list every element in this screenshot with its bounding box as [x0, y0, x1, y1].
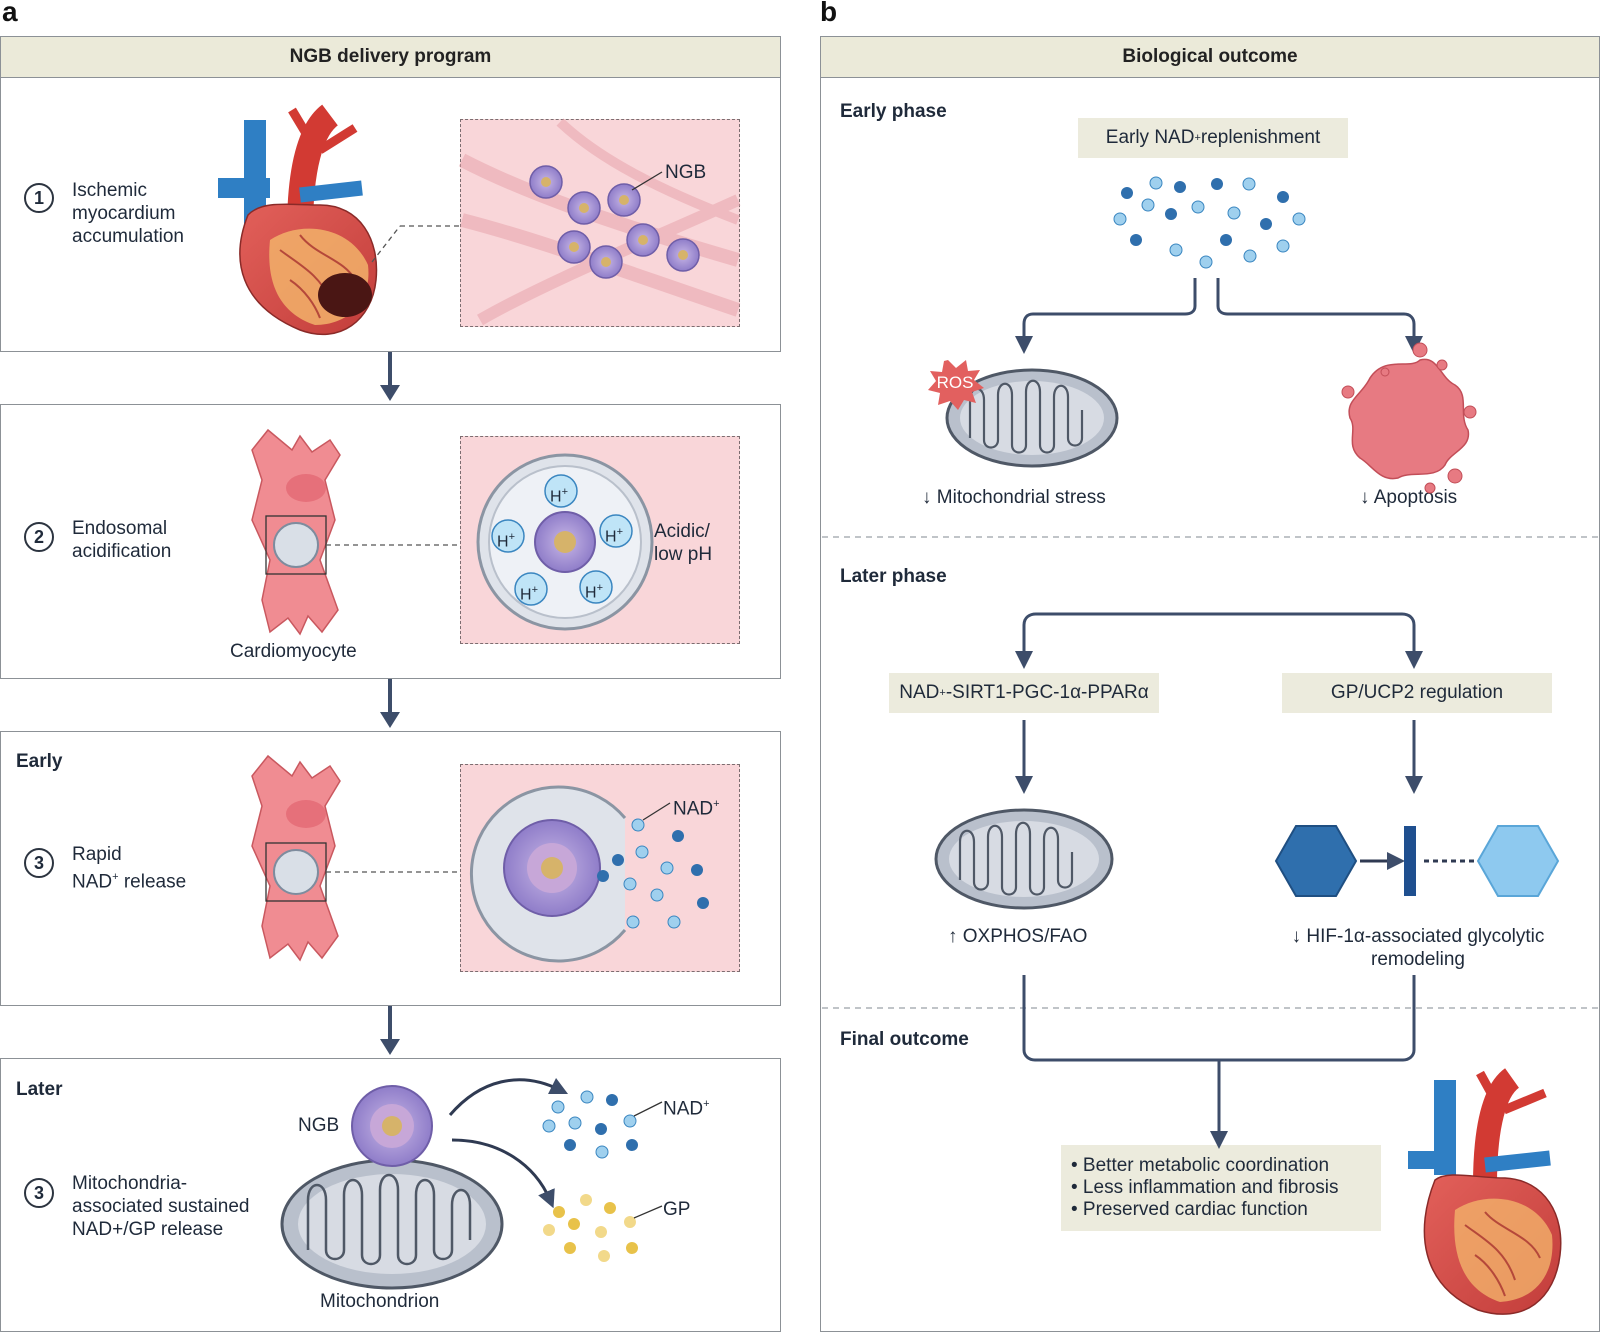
ischemic-heart-icon: [218, 104, 378, 336]
healthy-mitochondrion-icon: [934, 808, 1114, 910]
early-nad-tag: Early NAD+ replenishment: [1078, 118, 1348, 158]
stressed-mitochondrion-icon: [945, 368, 1119, 468]
step2-label: Endosomal acidification: [72, 518, 172, 562]
gp-molecules: [543, 1194, 663, 1262]
panel-a-letter: a: [2, 0, 18, 27]
endosome-icon: [476, 453, 654, 631]
ngb-particles: [529, 165, 700, 279]
step1-number: 1: [24, 183, 54, 213]
proton-ions: [491, 474, 633, 606]
flow-arrow-3: [380, 1006, 400, 1055]
gp-ucp2-tag: GP/UCP2 regulation: [1282, 673, 1552, 713]
apoptosis-label: ↓ Apoptosis: [1360, 487, 1458, 508]
proton-label-1: H+: [550, 486, 568, 506]
nad-label-later: NAD+: [663, 1098, 710, 1120]
ros-burst-icon: ROS: [928, 360, 984, 410]
cardiomyocyte-cell-icon-2: [251, 754, 341, 962]
flow-arrow-1: [380, 352, 400, 401]
step2-number: 2: [24, 522, 54, 552]
flow-arrow-2: [380, 679, 400, 728]
mitochondrion-label: Mitochondrion: [320, 1291, 440, 1312]
panel-b-letter: b: [820, 0, 838, 27]
nad-label-early: NAD+: [673, 798, 720, 820]
oxphos-label: ↑ OXPHOS/FAO: [948, 926, 1088, 947]
step3-later-label: Mitochondria- associated sustained NAD+/…: [72, 1173, 250, 1240]
glycolysis-inhibition-icon: [1274, 825, 1560, 897]
myocardium-zoom: [460, 119, 740, 327]
proton-label-2: H+: [497, 531, 515, 551]
nad-molecules-later: [542, 1090, 663, 1159]
early-phase-title: Early phase: [840, 101, 947, 122]
early-phase-label: Early: [16, 751, 63, 772]
later-phase-label: Later: [16, 1079, 63, 1100]
final-outcome-list: • Better metabolic coordination • Less i…: [1061, 1145, 1381, 1231]
proton-label-3: H+: [605, 526, 623, 546]
cardiomyocyte-cell-icon: [251, 428, 341, 636]
sirt1-pathway-tag: NAD+-SIRT1-PGC-1α-PPARα: [889, 673, 1159, 713]
final-outcome-title: Final outcome: [840, 1029, 969, 1050]
ph-label: Acidic/ low pH: [654, 521, 713, 565]
ngb-label-1: NGB: [665, 162, 707, 183]
ngb-nanoparticle-icon: [351, 1085, 433, 1167]
final-bullet-3: • Preserved cardiac function: [1071, 1199, 1308, 1220]
panel-b-header: Biological outcome: [820, 36, 1600, 78]
mito-stress-label: ↓ Mitochondrial stress: [922, 487, 1106, 508]
cardiomyocyte-label: Cardiomyocyte: [230, 641, 357, 662]
step3-early-number: 3: [24, 848, 54, 878]
hif-label: ↓ HIF-1α-associated glycolytic remodelin…: [1291, 926, 1545, 970]
gp-label: GP: [663, 1199, 691, 1220]
final-bullet-2: • Less inflammation and fibrosis: [1071, 1177, 1339, 1198]
later-phase-title: Later phase: [840, 566, 947, 587]
step1-label: Ischemic myocardium accumulation: [72, 180, 184, 247]
proton-label-4: H+: [520, 584, 538, 604]
muscle-fibers: [458, 118, 741, 326]
endosome-release-icon: [470, 785, 709, 963]
ngb-label-2: NGB: [298, 1115, 340, 1136]
step3-later-number: 3: [24, 1178, 54, 1208]
mitochondrion-icon: [280, 1158, 504, 1290]
final-bullet-1: • Better metabolic coordination: [1071, 1155, 1330, 1176]
nad-dots-cluster: [1113, 176, 1306, 269]
apoptotic-cell-icon: [1341, 342, 1477, 494]
healthy-heart-icon: [1408, 1068, 1562, 1315]
ros-label: ROS: [937, 373, 974, 392]
nad-molecules-early: [597, 818, 709, 929]
proton-label-5: H+: [585, 582, 603, 602]
